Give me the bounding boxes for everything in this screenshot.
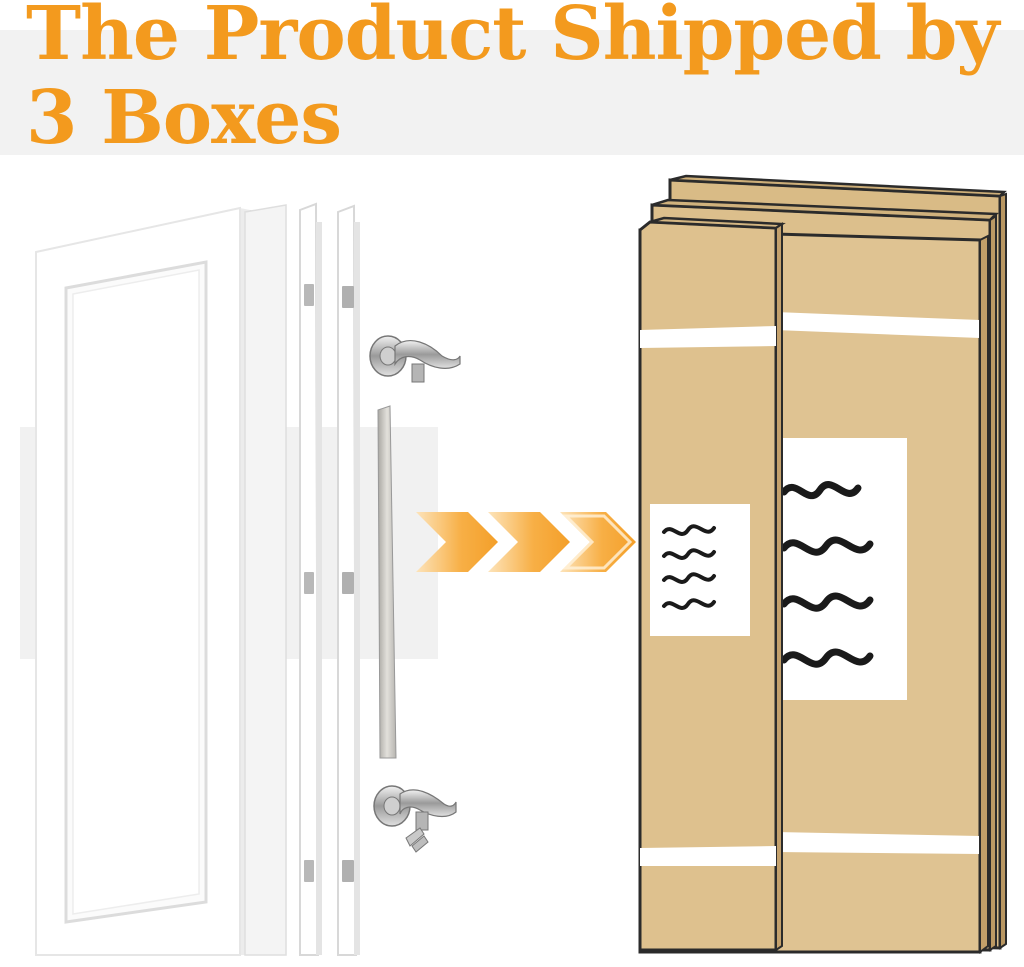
lever-handle-keyed-icon [373, 785, 457, 853]
chevron-arrow-icon [416, 512, 636, 572]
label-scribble-small [662, 524, 716, 610]
lever-handle-icon [369, 335, 461, 383]
door-slab-icon [35, 204, 287, 956]
shipping-box-small-icon [638, 216, 786, 952]
shipping-label-large [775, 438, 907, 700]
shipping-label-small [650, 504, 750, 636]
door-frame-right-icon [337, 204, 360, 956]
label-scribble-large [780, 481, 874, 668]
stop-rail-icon [377, 405, 397, 759]
headline-band [0, 30, 1024, 155]
door-frame-left-icon [299, 202, 322, 956]
headline: The Product Shipped by 3 Boxes [26, 0, 999, 161]
